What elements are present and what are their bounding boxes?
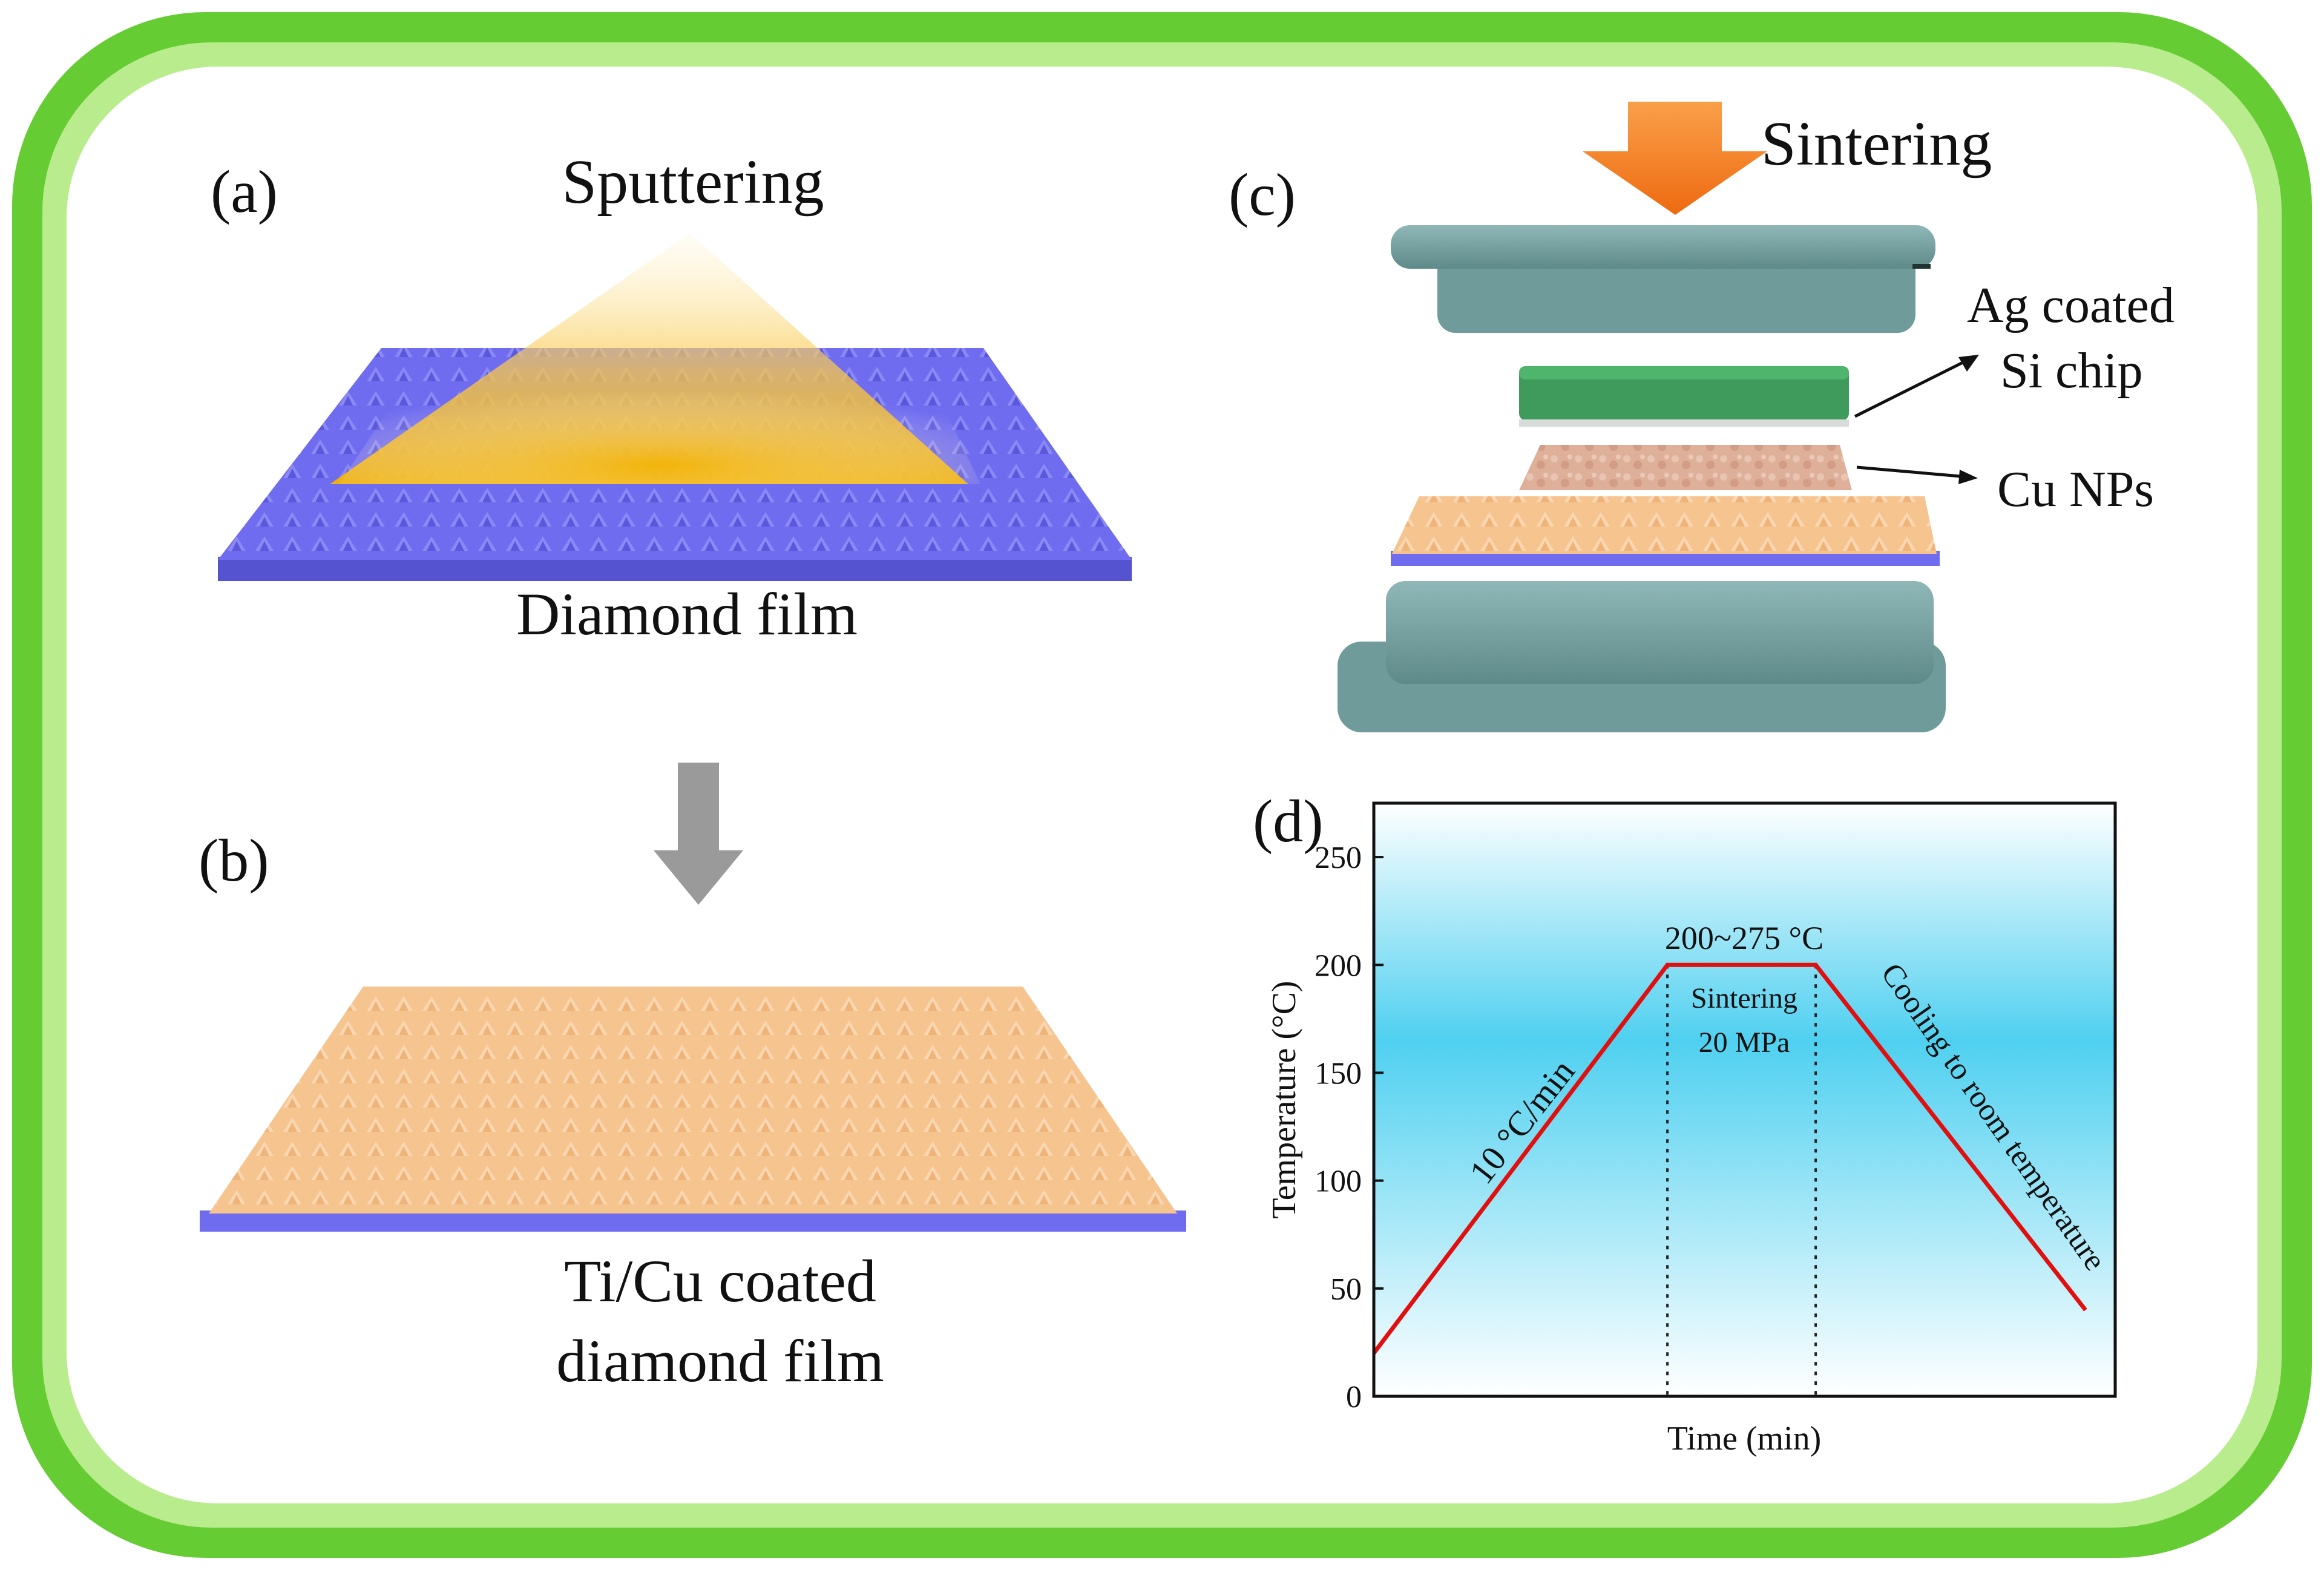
y-axis: 0 50 100 150 200 250 bbox=[1315, 841, 1384, 1414]
hold-annotation-line1: Sintering bbox=[1691, 982, 1797, 1014]
diamond-film-side bbox=[218, 557, 1132, 581]
process-arrow bbox=[654, 763, 743, 905]
panel-a: (a) Sputtering Diamond film bbox=[211, 147, 1132, 648]
plot-background bbox=[1374, 803, 2115, 1396]
stage-dividers bbox=[1666, 965, 1817, 1396]
np-pointer-head bbox=[1958, 470, 1978, 484]
pointer-arrows bbox=[1854, 355, 1979, 484]
si-chip-top bbox=[1519, 366, 1849, 379]
upper-die bbox=[1391, 225, 1935, 333]
panel-c: (c) Sintering A bbox=[1229, 102, 2175, 732]
panel-d: (d) 0 50 100 150 200 250 Temperature (°C) Tim… bbox=[1253, 787, 2117, 1457]
si-chip-body bbox=[1519, 366, 1849, 421]
temperature-profile-line bbox=[1372, 962, 2087, 1355]
x-axis-title: Time (min) bbox=[1667, 1420, 1822, 1457]
chip-pointer bbox=[1854, 360, 1965, 418]
panel-b-tag: (b) bbox=[199, 827, 269, 894]
coated-film bbox=[200, 987, 1186, 1232]
y-tick-label-100: 100 bbox=[1315, 1164, 1362, 1199]
y-axis-title: Temperature (°C) bbox=[1265, 980, 1303, 1218]
sputtering-label: Sputtering bbox=[562, 147, 824, 217]
cu-np-layer bbox=[1519, 445, 1852, 490]
plateau-annotation: 200~275 °C bbox=[1665, 920, 1823, 956]
sputter-cone bbox=[330, 233, 980, 484]
substrate-film bbox=[1391, 496, 1940, 566]
coated-film-base bbox=[200, 1210, 1186, 1232]
cu-np-paste bbox=[1519, 445, 1852, 490]
substrate-base bbox=[1391, 551, 1940, 566]
panel-a-tag: (a) bbox=[211, 158, 278, 225]
y-tick-label-0: 0 bbox=[1346, 1380, 1362, 1414]
coated-film-label-line1: Ti/Cu coated bbox=[564, 1247, 876, 1315]
upper-die-flange bbox=[1391, 225, 1935, 269]
y-tick-label-150: 150 bbox=[1315, 1056, 1362, 1091]
panel-c-tag: (c) bbox=[1229, 161, 1296, 228]
press-arrow bbox=[1583, 102, 1767, 215]
sintering-press-label: Sintering bbox=[1761, 109, 1992, 179]
y-tick-label-250: 250 bbox=[1315, 841, 1362, 875]
coated-film-top bbox=[209, 987, 1177, 1214]
plot-frame bbox=[1372, 801, 2117, 1398]
y-tick-label-200: 200 bbox=[1315, 948, 1362, 983]
sputter-footprint bbox=[339, 357, 980, 484]
substrate-top bbox=[1392, 496, 1937, 554]
hold-annotation-line2: 20 MPa bbox=[1699, 1026, 1790, 1059]
np-label: Cu NPs bbox=[1997, 461, 2154, 517]
lower-die bbox=[1338, 581, 1946, 732]
panel-d-tag: (d) bbox=[1253, 787, 1324, 855]
panel-b: (b) Ti/Cu coated diamond film bbox=[199, 827, 1186, 1394]
chip-label-line1: Ag coated bbox=[1967, 277, 2175, 333]
diamond-film-label: Diamond film bbox=[516, 580, 858, 648]
ag-coating bbox=[1519, 419, 1849, 427]
coated-film-label-line2: diamond film bbox=[556, 1327, 884, 1394]
lower-die-body bbox=[1386, 581, 1934, 684]
si-chip bbox=[1519, 366, 1849, 427]
chip-pointer-head bbox=[1958, 355, 1979, 372]
chip-label-line2: Si chip bbox=[2000, 343, 2143, 399]
np-pointer bbox=[1856, 465, 1961, 478]
y-tick-label-50: 50 bbox=[1330, 1272, 1362, 1307]
